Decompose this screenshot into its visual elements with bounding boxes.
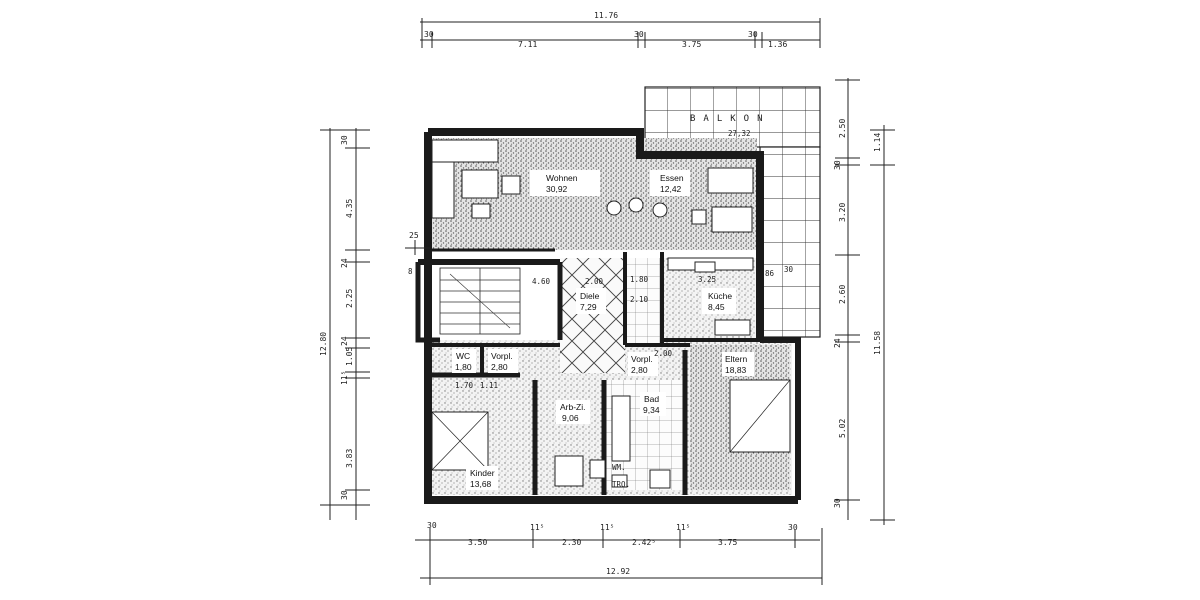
kueche-width-label: 3.25: [698, 275, 716, 284]
room-area: 30,92: [546, 184, 568, 194]
room-name: Arb-Zi.: [560, 402, 586, 412]
wc-door-label: 1.11: [480, 381, 498, 390]
bottom-dim-7: 11⁵: [676, 523, 690, 532]
right-dim-2: 30: [833, 160, 842, 170]
room-area: 8,45: [708, 302, 725, 312]
top-dim-1: 30: [424, 30, 434, 39]
stair-width-label: 4.60: [532, 277, 551, 286]
right-dim-4: 2.60: [838, 285, 847, 304]
room-name: Wohnen: [546, 173, 578, 183]
left-dim-3: 24: [340, 258, 349, 268]
room-area: 9,34: [643, 405, 660, 415]
bottom-dimension: 30 3.50 11⁵ 2.30 11⁵ 2.42⁵ 11⁵ 3.75 30 1…: [415, 521, 823, 585]
right-dim-6: 5.02: [838, 419, 847, 438]
top-dim-2: 7.11: [518, 40, 537, 49]
room-area: 13,68: [470, 479, 492, 489]
room-area: 2,80: [491, 362, 508, 372]
dryer-label: TRO.: [612, 480, 630, 489]
room-name: Diele: [580, 291, 600, 301]
left-dim-5: 24: [340, 336, 349, 346]
left-dim-6: 1.05: [345, 347, 354, 366]
top-dim-6: 1.36: [768, 40, 787, 49]
right-dim-1: 2.50: [838, 119, 847, 138]
room-name: Eltern: [725, 354, 747, 364]
left-dim-9: 30: [340, 490, 349, 500]
top-dimension: 11.76 30 7.11 30 3.75 30 1.36: [420, 11, 821, 49]
room-name: Essen: [660, 173, 684, 183]
bottom-dim-3: 11⁵: [530, 523, 544, 532]
room-name: Vorpl.: [631, 354, 653, 364]
right-outer-overall-dim: 11.58: [873, 331, 882, 355]
top-dim-3: 30: [634, 30, 644, 39]
room-name: Küche: [708, 291, 732, 301]
room-wohnen: Wohnen 30,92: [530, 170, 600, 196]
room-eltern: Eltern 18,83: [722, 352, 754, 376]
top-dim-5: 30: [748, 30, 758, 39]
walls: [415, 128, 801, 504]
hall-dim-1: 1.80: [630, 275, 649, 284]
room-diele: Diele 7,29: [576, 288, 606, 314]
left-dim-2: 4.35: [345, 199, 354, 218]
balcony-area: 27,32: [728, 129, 751, 138]
room-essen: Essen 12,42: [650, 170, 690, 196]
room-name: Bad: [644, 394, 659, 404]
right-dim-7: 30: [833, 498, 842, 508]
left-marker: 25: [409, 231, 419, 240]
right-dimension: 2.50 30 3.20 2.60 24 5.02 30 1.14 11.58: [833, 78, 895, 525]
room-area: 18,83: [725, 365, 747, 375]
corridor-label: 2.00: [654, 349, 673, 358]
room-vorpl-2: Vorpl. 2,80: [628, 352, 658, 376]
top-overall-dim: 11.76: [594, 11, 618, 20]
left-dim-8: 3.83: [345, 449, 354, 468]
left-dim-4: 2.25: [345, 289, 354, 308]
left-dimension: 30 4.35 24 2.25 24 1.05 11⁵ 3.83 30 12.8…: [319, 128, 430, 520]
left-small-label: 8: [408, 267, 413, 276]
wc-width-label: 1.70: [455, 381, 474, 390]
room-wc: WC 1,80: [452, 349, 476, 373]
bottom-dim-2: 3.50: [468, 538, 487, 547]
bottom-dim-6: 2.42⁵: [632, 538, 656, 547]
diele-width-label: 2.00: [585, 277, 604, 286]
hall-dim-2: 2.10: [630, 295, 649, 304]
bottom-dim-4: 2.30: [562, 538, 581, 547]
bottom-dim-5: 11⁵: [600, 523, 614, 532]
bottom-overall-dim: 12.92: [606, 567, 630, 576]
top-dim-4: 3.75: [682, 40, 701, 49]
left-overall-dim: 12.80: [319, 332, 328, 356]
right-dim-5: 24: [833, 338, 842, 348]
room-kueche: Küche 8,45: [702, 288, 736, 314]
right-dim-3: 3.20: [838, 203, 847, 222]
room-bad: Bad 9,34: [640, 392, 666, 416]
room-kinder: Kinder 13,68: [466, 466, 498, 490]
washing-machine-label: WM.: [612, 463, 626, 472]
room-name: Vorpl.: [491, 351, 513, 361]
right-outer-top-dim: 1.14: [873, 133, 882, 152]
room-area: 9,06: [562, 413, 579, 423]
room-area: 12,42: [660, 184, 682, 194]
room-area: 7,29: [580, 302, 597, 312]
room-vorpl-1: Vorpl. 2,80: [488, 349, 518, 373]
bottom-dim-1: 30: [427, 521, 437, 530]
balcony-label: BALKON: [690, 114, 771, 124]
bottom-dim-8: 3.75: [718, 538, 737, 547]
room-area: 1,80: [455, 362, 472, 372]
room-name: Kinder: [470, 468, 495, 478]
bottom-dim-9: 30: [788, 523, 798, 532]
furniture: [431, 139, 791, 489]
kueche-depth-label: 86: [765, 269, 775, 278]
left-dim-7: 11⁵: [340, 371, 349, 385]
room-name: WC: [456, 351, 470, 361]
room-area: 2,80: [631, 365, 648, 375]
left-dim-1: 30: [340, 135, 349, 145]
kueche-depth-label-2: 30: [784, 265, 794, 274]
inner-dimensions: 4.60 2.00 1.80 2.10 3.25 86 30 2.00 1.70…: [408, 265, 794, 489]
balcony: BALKON 27,32: [644, 86, 821, 338]
room-arbeitszimmer: Arb-Zi. 9,06: [556, 400, 590, 424]
staircase: [439, 267, 521, 335]
room-labels: Wohnen 30,92 Essen 12,42 Diele 7,29 Küch…: [452, 170, 754, 490]
